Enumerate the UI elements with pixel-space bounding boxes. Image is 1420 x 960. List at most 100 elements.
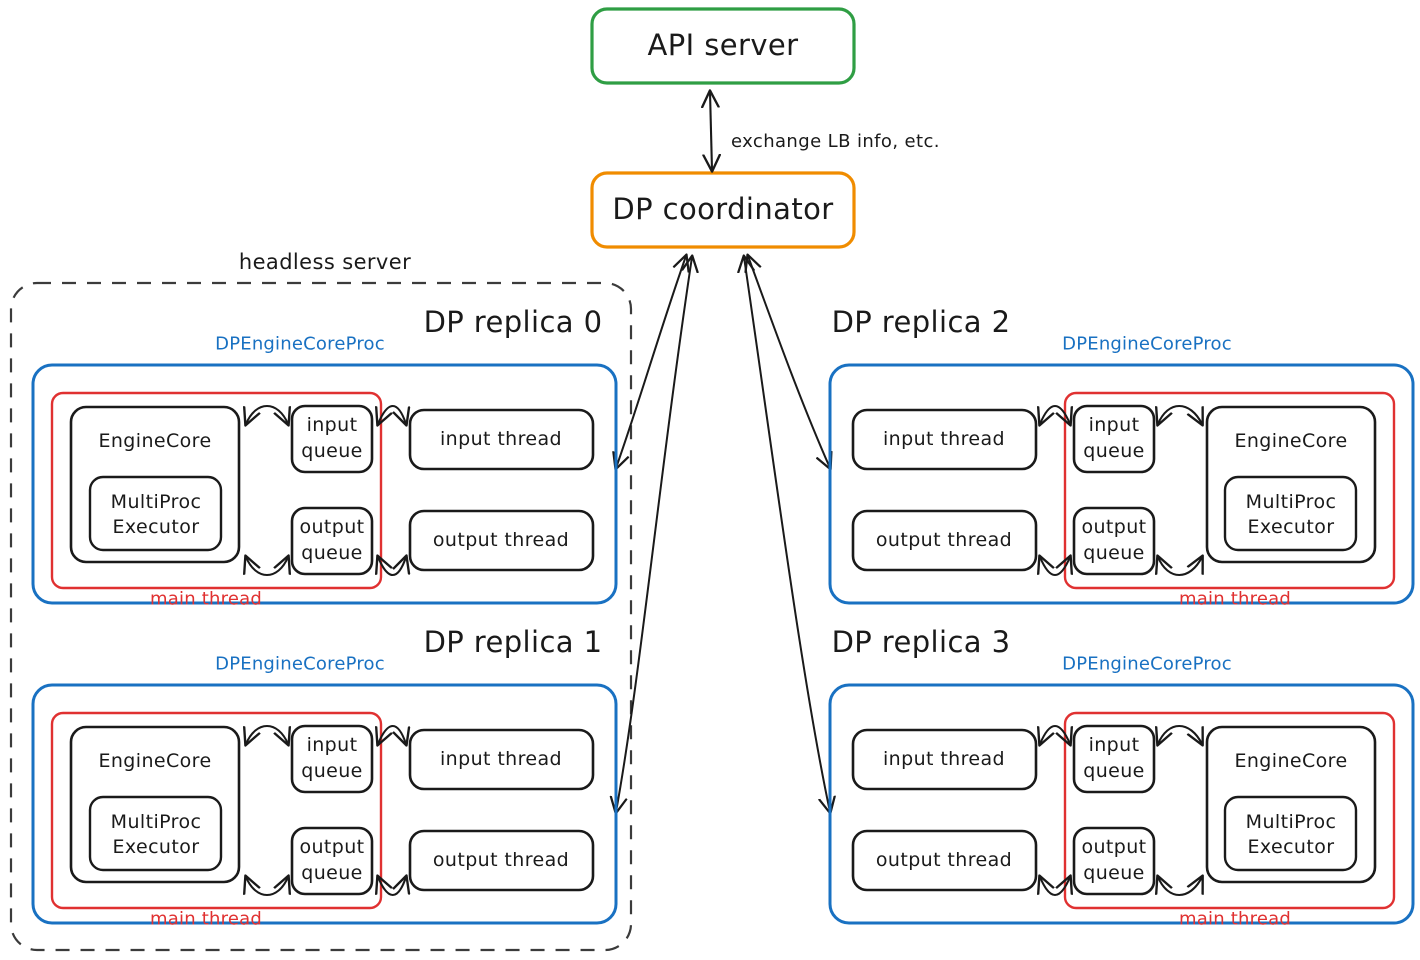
replica-0-input-queue-label-2: queue [301, 439, 363, 462]
replica-0-multiproc-label-1: MultiProc [110, 490, 202, 513]
replica-2-input-thread-box [851, 408, 1038, 471]
replica-1-multiproc-label-2: Executor [112, 835, 200, 858]
replica-1-main-thread-label: main thread [150, 908, 262, 930]
replica-1-proc-box [31, 683, 618, 925]
replica-1-output-thread-label: output thread [432, 848, 570, 871]
replica-1-output-queue-box [290, 826, 374, 896]
replica-3-multiproc-executor-box [1223, 795, 1358, 872]
replica-1-input-thread-box [408, 728, 595, 791]
replica-0-group [31, 363, 618, 605]
replica-3-output-queue-label-2: queue [1083, 861, 1145, 884]
replica-0-input-thread-box [408, 408, 595, 471]
replica-2-outqueue-core-arrow [1158, 557, 1202, 576]
replica-2-thread-outqueue-arrow [1040, 557, 1070, 577]
replica-3-outqueue-core-arrow [1158, 877, 1202, 896]
replica-3-output-queue-label-1: output [1081, 835, 1147, 858]
replica-3-input-queue-label-1: input [1088, 733, 1140, 756]
coordinator-replica2-link [748, 256, 830, 468]
replica-2-output-thread-label: output thread [875, 528, 1013, 551]
replica-2-main-thread-box [1063, 391, 1396, 590]
replica-3-proc-label: DPEngineCoreProc [1062, 653, 1232, 675]
replica-2-output-queue-label-1: output [1081, 515, 1147, 538]
replica-3-main-thread-box [1063, 711, 1396, 910]
headless-server-label: headless server [238, 249, 412, 274]
replica-0-output-queue-box [290, 506, 374, 576]
replica-1-outqueue-thread-arrow [378, 877, 406, 897]
coordinator-api-link [710, 92, 712, 170]
replica-1-main-thread-box [50, 711, 383, 910]
replica-2-input-thread-label: input thread [883, 427, 1005, 450]
replica-1-input-queue-label-1: input [306, 733, 358, 756]
replica-3-input-queue-label-2: queue [1083, 759, 1145, 782]
replica-2-multiproc-label-1: MultiProc [1245, 490, 1337, 513]
replica-0-engine-core-label: EngineCore [98, 429, 212, 452]
replica-0-proc-box [31, 363, 618, 605]
replica-0-main-thread-label: main thread [150, 588, 262, 610]
replica-2-proc-box [828, 363, 1415, 605]
replica-3-input-thread-label: input thread [883, 747, 1005, 770]
coordinator-replica0-link [616, 256, 686, 468]
replica-0-core-outqueue-arrow [246, 557, 288, 576]
replica-2-multiproc-executor-box [1223, 475, 1358, 552]
dp-coordinator-label: DP coordinator [612, 192, 834, 227]
replica-0-multiproc-label-2: Executor [112, 515, 200, 538]
replica-2-group [828, 363, 1415, 605]
replica-1-multiproc-label-1: MultiProc [110, 810, 202, 833]
replica-2-title: DP replica 2 [831, 305, 1011, 340]
replica-3-output-queue-box [1072, 826, 1156, 896]
replica-3-title: DP replica 3 [831, 625, 1011, 660]
replica-3-thread-inqueue-arrow [1040, 724, 1070, 744]
replica-0-core-inqueue-arrow [246, 405, 288, 424]
replica-3-multiproc-label-2: Executor [1247, 835, 1335, 858]
replica-2-output-queue-box [1072, 506, 1156, 576]
replica-0-input-queue-label-1: input [306, 413, 358, 436]
exchange-lb-info-label: exchange LB info, etc. [731, 131, 940, 152]
api-server-label: API server [647, 28, 799, 63]
replica-3-inqueue-core-arrow [1158, 725, 1202, 744]
replica-1-engine-core-box [69, 725, 241, 884]
replica-1-core-outqueue-arrow [246, 877, 288, 896]
dp-coordinator-box [590, 171, 856, 249]
replica-0-output-thread-box [408, 509, 595, 572]
replica-3-thread-outqueue-arrow [1040, 877, 1070, 897]
replica-3-engine-core-label: EngineCore [1234, 749, 1348, 772]
replica-2-input-queue-label-1: input [1088, 413, 1140, 436]
coordinator-replica1-link [616, 257, 692, 812]
replica-1-inqueue-thread-arrow [378, 724, 406, 744]
replica-3-output-thread-box [851, 829, 1038, 892]
replica-2-main-thread-label: main thread [1179, 588, 1291, 610]
replica-1-input-queue-box [290, 724, 374, 794]
replica-0-inqueue-thread-arrow [378, 404, 406, 424]
replica-1-output-thread-box [408, 829, 595, 892]
replica-1-engine-core-label: EngineCore [98, 749, 212, 772]
coordinator-replica3-link [744, 257, 830, 812]
replica-3-engine-core-box [1205, 725, 1377, 884]
replica-0-main-thread-box [50, 391, 383, 590]
replica-2-input-queue-box [1072, 404, 1156, 474]
replica-1-output-queue-label-1: output [299, 835, 365, 858]
replica-3-multiproc-label-1: MultiProc [1245, 810, 1337, 833]
replica-0-output-queue-label-2: queue [301, 541, 363, 564]
replica-3-input-thread-box [851, 728, 1038, 791]
replica-2-input-queue-label-2: queue [1083, 439, 1145, 462]
replica-2-thread-inqueue-arrow [1040, 404, 1070, 424]
replica-1-output-queue-label-2: queue [301, 861, 363, 884]
replica-0-multiproc-executor-box [88, 475, 223, 552]
replica-3-output-thread-label: output thread [875, 848, 1013, 871]
replica-1-title: DP replica 1 [423, 625, 603, 660]
replica-0-proc-label: DPEngineCoreProc [215, 333, 385, 355]
replica-3-proc-box [828, 683, 1415, 925]
headless-server-boundary [9, 281, 633, 952]
replica-0-output-queue-label-1: output [299, 515, 365, 538]
replica-2-output-thread-box [851, 509, 1038, 572]
replica-3-input-queue-box [1072, 724, 1156, 794]
replica-0-input-thread-label: input thread [440, 427, 562, 450]
replica-2-output-queue-label-2: queue [1083, 541, 1145, 564]
replica-1-input-thread-label: input thread [440, 747, 562, 770]
replica-1-proc-label: DPEngineCoreProc [215, 653, 385, 675]
replica-2-multiproc-label-2: Executor [1247, 515, 1335, 538]
replica-2-engine-core-box [1205, 405, 1377, 564]
replica-3-main-thread-label: main thread [1179, 908, 1291, 930]
replica-1-group [31, 683, 618, 925]
